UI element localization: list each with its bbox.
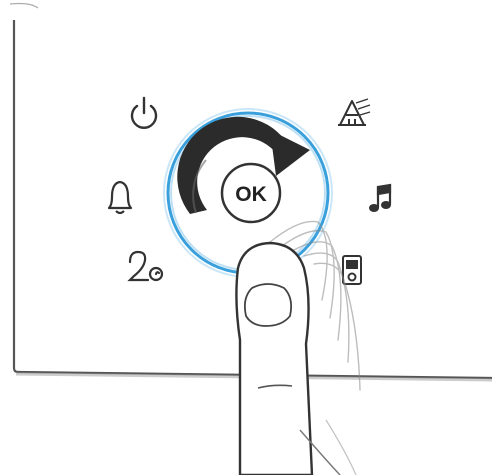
sleep-timer-icon[interactable] bbox=[338, 99, 370, 125]
music-note-icon[interactable] bbox=[369, 185, 391, 212]
power-icon[interactable] bbox=[132, 98, 156, 128]
finger-illustration bbox=[236, 243, 356, 475]
alarm-bell-icon[interactable] bbox=[109, 182, 131, 213]
ok-button-label: OK bbox=[235, 183, 267, 206]
wind-swirl-icon[interactable] bbox=[130, 252, 162, 280]
ipod-dock-icon[interactable] bbox=[343, 256, 361, 284]
ok-button[interactable]: OK bbox=[222, 164, 280, 222]
